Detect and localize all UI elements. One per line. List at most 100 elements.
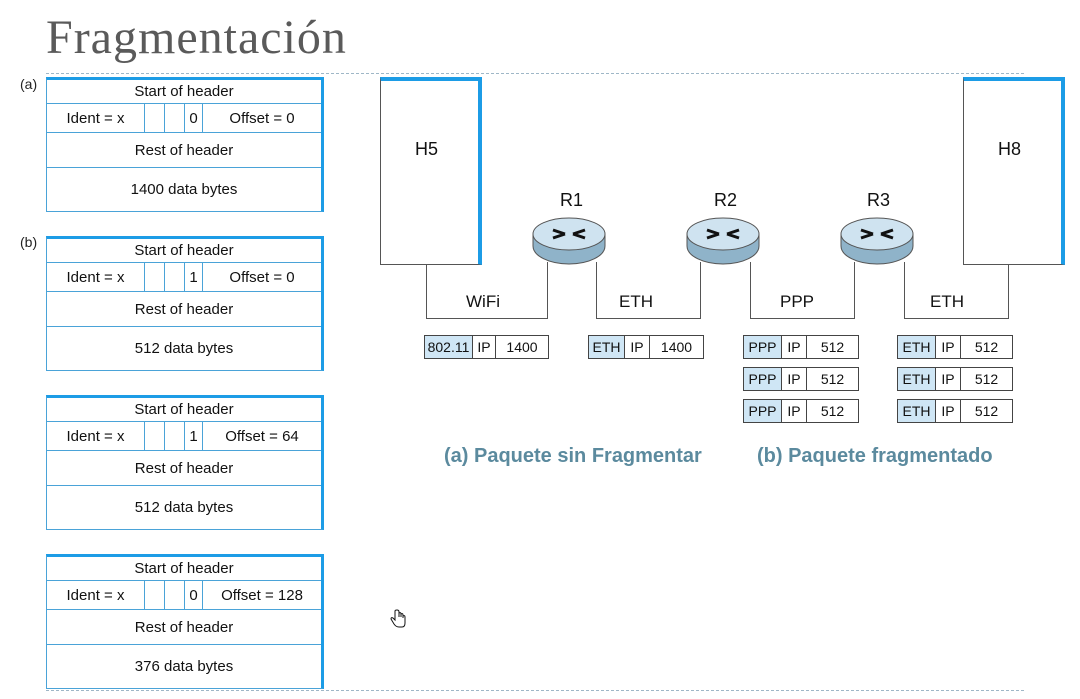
frame-ppp: PPP IP 512 [743,335,859,359]
wire [1008,265,1009,319]
wire [904,262,905,319]
frame-payload-size: 512 [974,371,999,387]
frame-l2-header: 802.11 [425,336,473,358]
frame-payload-size: 512 [974,339,999,355]
router-r3-label: R3 [867,190,891,210]
frame-ppp: PPP IP 512 [743,367,859,391]
caption-fragmented: (b) Paquete fragmentado [757,445,993,467]
hand-cursor-icon [390,609,406,628]
caption-unfragmented: (a) Paquete sin Fragmentar [444,445,702,467]
frame-ip-header: IP [625,336,650,358]
frame-payload-size: 512 [974,403,999,419]
frame-l2-header: PPP [744,368,782,390]
wire [750,318,854,319]
frame-wifi: 802.11 IP 1400 [424,335,549,359]
data-bytes: 376 data bytes [134,658,234,675]
df-bit [165,581,185,609]
ident-field: Ident = x [47,422,145,450]
frame-ip-header: IP [936,336,961,358]
ident-field: Ident = x [47,263,145,291]
link-label-eth-2: ETH [930,292,964,311]
offset-field: Offset = 0 [229,268,295,286]
bottom-divider [46,690,1024,691]
router-r1-icon [532,217,606,265]
ident-row: Ident = x 1 Offset = 0 [47,263,321,292]
host-h5: H5 [380,77,482,265]
reserved-bit [145,104,165,132]
reserved-bit [145,263,165,291]
rest-of-header: Rest of header [47,451,321,486]
start-of-header: Start of header [47,398,321,422]
data-bytes: 1400 data bytes [130,181,238,198]
link-label-eth-1: ETH [619,292,653,311]
ident-field: Ident = x [47,581,145,609]
slide-title: Fragmentación [46,11,347,64]
host-h8: H8 [963,77,1065,265]
rest-of-header: Rest of header [47,133,321,168]
frame-eth-2: ETH IP 512 [897,335,1013,359]
frame-ip-header: IP [782,400,807,422]
wire [854,262,855,319]
data-bytes: 512 data bytes [134,340,234,357]
frame-ip-header: IP [782,368,807,390]
start-of-header: Start of header [47,80,321,104]
frame-l2-header: PPP [744,336,782,358]
frame-payload-size: 1400 [506,339,538,355]
data-bytes: 512 data bytes [134,499,234,516]
mf-flag: 1 [185,263,203,291]
host-h5-label: H5 [415,139,439,159]
frame-ppp: PPP IP 512 [743,399,859,423]
ident-row: Ident = x 0 Offset = 0 [47,104,321,133]
link-label-wifi: WiFi [466,292,500,311]
reserved-bit [145,581,165,609]
df-bit [165,104,185,132]
host-h8-label: H8 [998,139,1022,159]
wire [750,262,751,319]
frame-payload-size: 1400 [660,339,693,355]
label-a: (a) [20,76,38,92]
ip-header-original: Start of header Ident = x 0 Offset = 0 R… [46,77,324,212]
router-r2-icon [686,217,760,265]
offset-field: Offset = 64 [225,427,299,445]
rest-of-header: Rest of header [47,610,321,645]
start-of-header: Start of header [47,239,321,263]
frame-l2-header: ETH [898,336,936,358]
mf-flag: 0 [185,581,203,609]
label-b: (b) [20,234,38,250]
frame-l2-header: ETH [898,400,936,422]
rest-of-header: Rest of header [47,292,321,327]
mf-flag: 1 [185,422,203,450]
frame-payload-size: 512 [820,403,845,419]
wire [700,262,701,319]
router-r2-label: R2 [714,190,738,210]
df-bit [165,263,185,291]
ident-field: Ident = x [47,104,145,132]
router-r3-icon [840,217,914,265]
link-label-ppp: PPP [780,292,815,311]
wire [596,318,700,319]
frame-l2-header: PPP [744,400,782,422]
frame-eth-2: ETH IP 512 [897,367,1013,391]
frame-payload-size: 512 [820,339,845,355]
frame-l2-header: ETH [589,336,625,358]
frame-payload-size: 512 [820,371,845,387]
frame-ip-header: IP [936,368,961,390]
frame-ip-header: IP [936,400,961,422]
wire [596,262,597,319]
frame-eth-1: ETH IP 1400 [588,335,704,359]
frame-ip-header: IP [782,336,807,358]
wire [426,318,547,319]
wire [904,318,1008,319]
offset-field: Offset = 128 [221,586,303,604]
top-divider [46,73,1024,74]
reserved-bit [145,422,165,450]
router-r1-label: R1 [560,190,584,210]
wire [547,262,548,319]
offset-field: Offset = 0 [229,109,295,127]
ip-header-fragment-3: Start of header Ident = x 0 Offset = 128… [46,554,324,689]
mf-flag: 0 [185,104,203,132]
ip-header-fragment-1: Start of header Ident = x 1 Offset = 0 R… [46,236,324,371]
ip-header-fragment-2: Start of header Ident = x 1 Offset = 64 … [46,395,324,530]
ident-row: Ident = x 1 Offset = 64 [47,422,321,451]
df-bit [165,422,185,450]
